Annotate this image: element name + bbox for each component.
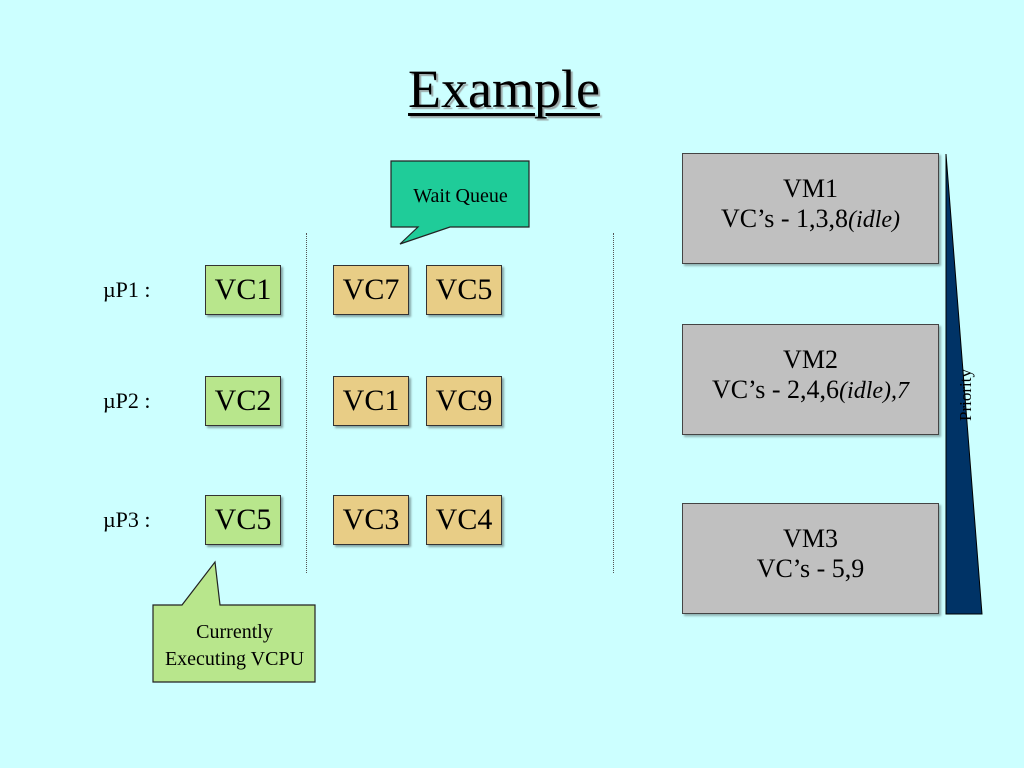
queue-vcpu-p1-2: VC5 — [426, 265, 502, 315]
vm2-box: VM2 VC’s - 2,4,6(idle),7 — [682, 324, 939, 435]
queue-vcpu-p3-2: VC4 — [426, 495, 502, 545]
vm1-vcs-note: (idle) — [848, 207, 901, 233]
queue-vcpu-p3-1: VC3 — [333, 495, 409, 545]
processor-3-label: µP3 : — [103, 507, 151, 532]
processor-1-label: µP1 : — [103, 277, 151, 302]
currently-executing-label: Currently Executing VCPU — [153, 619, 316, 673]
vm3-vcs-list: VC’s - 5,9 — [756, 554, 865, 583]
vm3-box: VM3 VC’s - 5,9 — [682, 503, 939, 614]
priority-label: Priority — [956, 369, 975, 421]
queue-vcpu-p2-2: VC9 — [426, 376, 502, 426]
vm1-vcs: VC’s - 1,3,8(idle) — [683, 204, 938, 235]
priority-wedge — [945, 153, 983, 615]
currently-executing-callout — [152, 560, 316, 683]
executing-vcpu-p1: VC1 — [205, 265, 281, 315]
slide-title: Example — [408, 59, 600, 119]
currently-executing-line2: Executing VCPU — [164, 648, 305, 670]
vm1-name: VM1 — [783, 174, 838, 203]
vm2-vcs-list: VC’s - 2,4,6 — [711, 375, 840, 404]
vm3-vcs: VC’s - 5,9 — [683, 554, 938, 585]
wait-queue-callout — [390, 160, 530, 245]
executing-vcpu-p2: VC2 — [205, 376, 281, 426]
separator-right — [613, 233, 614, 573]
executing-vcpu-p3: VC5 — [205, 495, 281, 545]
separator-left — [306, 233, 307, 573]
currently-executing-line1: Currently — [196, 621, 273, 643]
vm2-vcs: VC’s - 2,4,6(idle),7 — [683, 375, 938, 406]
vm1-vcs-list: VC’s - 1,3,8 — [720, 204, 849, 233]
processor-2-label: µP2 : — [103, 388, 151, 413]
vm2-vcs-note: (idle),7 — [839, 378, 910, 404]
queue-vcpu-p1-1: VC7 — [333, 265, 409, 315]
wait-queue-label: Wait Queue — [413, 185, 508, 207]
vm3-name: VM3 — [783, 524, 838, 553]
vm2-name: VM2 — [783, 345, 838, 374]
queue-vcpu-p2-1: VC1 — [333, 376, 409, 426]
vm1-box: VM1 VC’s - 1,3,8(idle) — [682, 153, 939, 264]
